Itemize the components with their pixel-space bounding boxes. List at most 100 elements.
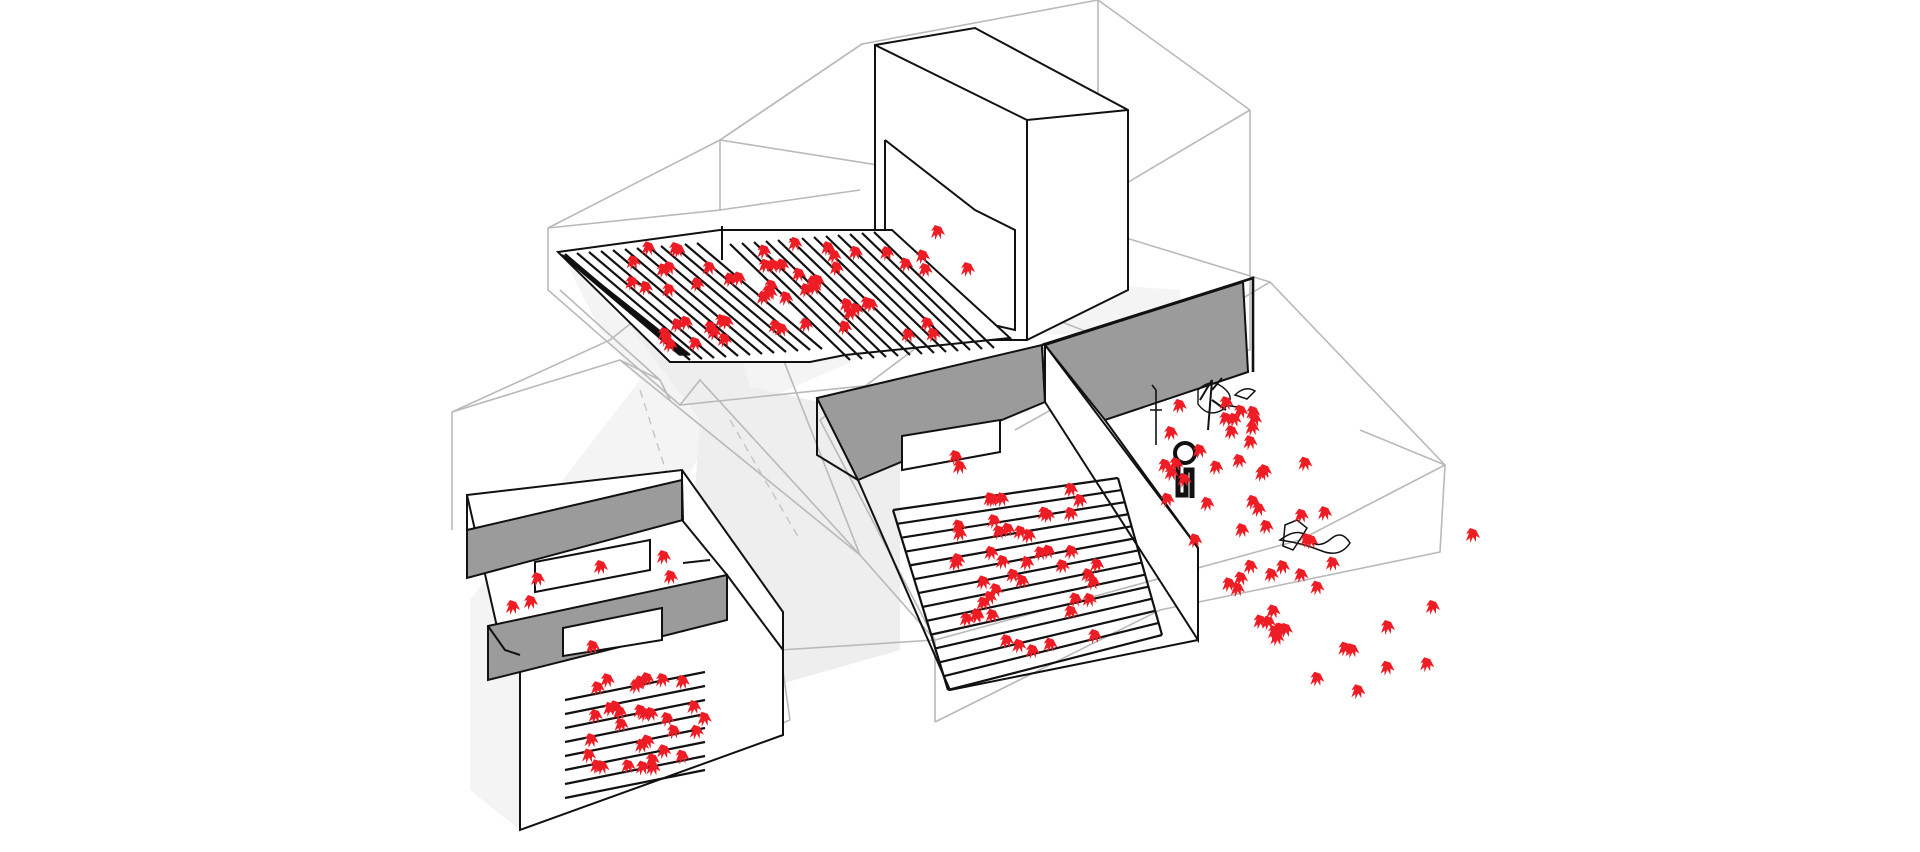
person-icon	[613, 705, 628, 721]
person-icon	[1294, 568, 1309, 584]
person-icon	[640, 734, 655, 750]
person-icon	[1043, 637, 1058, 653]
person-icon	[594, 560, 608, 575]
person-icon	[1276, 560, 1290, 575]
person-icon	[810, 274, 825, 290]
person-icon	[848, 245, 863, 261]
person-icon	[524, 595, 538, 610]
person-icon	[621, 759, 636, 775]
person-icon	[774, 322, 789, 338]
person-icon	[1006, 568, 1021, 584]
person-icon	[1224, 425, 1239, 441]
person-icon	[1025, 644, 1040, 660]
person-icon	[689, 724, 704, 740]
person-icon	[663, 338, 678, 354]
person-icon	[1298, 456, 1313, 472]
person-icon	[1001, 522, 1016, 538]
person-icon	[757, 244, 772, 260]
deck-stripe	[777, 239, 899, 357]
person-icon	[664, 570, 678, 585]
person-icon	[657, 550, 671, 565]
person-icon	[697, 711, 712, 727]
person-icon	[1172, 398, 1187, 414]
person-icon	[1270, 631, 1285, 647]
person-icon	[1294, 508, 1309, 524]
person-icon	[633, 704, 648, 720]
person-icon	[675, 749, 690, 765]
person-icon	[590, 681, 605, 697]
person-icon	[703, 320, 718, 336]
row-stripe	[564, 754, 706, 786]
person-icon	[1381, 620, 1395, 635]
person-icon	[1325, 556, 1340, 572]
person-icon	[586, 640, 600, 655]
person-icon	[775, 258, 790, 274]
deck-stripe	[684, 243, 811, 351]
person-icon	[646, 761, 661, 777]
person-icon	[1243, 559, 1258, 575]
floor-stripe	[943, 621, 1159, 678]
person-icon	[1351, 684, 1366, 700]
person-icon	[1200, 496, 1215, 512]
person-icon	[1188, 533, 1203, 549]
person-icon	[764, 279, 779, 295]
person-icon	[959, 612, 974, 628]
person-icon	[918, 262, 933, 278]
floor-edge	[891, 509, 950, 691]
floor-stripe	[892, 476, 1119, 512]
person-icon	[880, 246, 895, 262]
person-icon	[1158, 458, 1173, 474]
floor-stripe	[939, 609, 1156, 664]
person-icon	[860, 296, 875, 312]
person-icon	[687, 699, 702, 715]
person-icon	[995, 554, 1010, 570]
person-icon	[600, 673, 615, 689]
deck-stripe	[600, 250, 727, 358]
person-icon	[807, 281, 822, 297]
person-icon	[644, 706, 659, 722]
person-icon	[667, 724, 682, 740]
row-stripe	[564, 740, 706, 772]
person-icon	[1243, 435, 1258, 451]
person-icon	[582, 748, 597, 764]
floor-edge	[1116, 477, 1164, 636]
deck-stripe	[660, 245, 787, 353]
person-icon	[999, 634, 1014, 650]
person-icon	[799, 317, 814, 333]
deck-stripe	[873, 231, 995, 349]
person-icon	[640, 672, 655, 688]
person-icon	[1087, 628, 1102, 644]
floor-stripe	[918, 549, 1139, 595]
person-icon	[1310, 580, 1325, 596]
person-icon	[506, 600, 520, 615]
person-icon	[779, 291, 794, 307]
person-icon	[1310, 671, 1325, 687]
person-icon	[1338, 641, 1353, 657]
person-icon	[1177, 472, 1192, 488]
person-icon	[1235, 523, 1250, 539]
person-icon	[675, 674, 690, 690]
person-icon	[926, 327, 941, 343]
person-icon	[766, 258, 781, 274]
person-icon	[732, 271, 747, 287]
person-icon	[690, 277, 705, 293]
person-icon	[953, 460, 967, 475]
floor-stripe	[926, 573, 1146, 622]
deck-stripe	[624, 248, 751, 356]
person-icon	[588, 708, 603, 724]
row-stripe	[564, 684, 706, 716]
person-icon	[1466, 528, 1480, 543]
deck-stripe	[801, 237, 923, 355]
person-icon	[662, 283, 677, 299]
person-icon	[1266, 604, 1281, 620]
person-icon	[639, 280, 654, 296]
person-icon	[1033, 546, 1048, 562]
person-icon	[723, 272, 738, 288]
person-icon	[659, 331, 674, 347]
person-icon	[1012, 638, 1027, 654]
floor-stripe	[901, 501, 1125, 539]
person-icon	[916, 249, 931, 265]
deck-stripe	[825, 235, 947, 353]
deck-stripe	[789, 238, 911, 356]
